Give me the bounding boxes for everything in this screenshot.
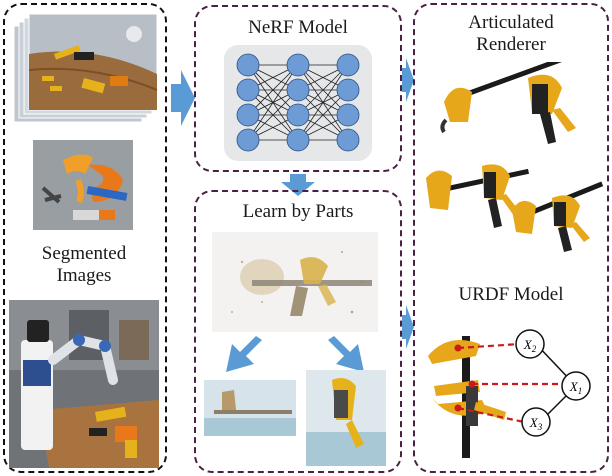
renderer-title-line-2: Renderer xyxy=(476,33,546,55)
nn-connection xyxy=(297,64,349,141)
arrow-split-right-icon xyxy=(328,336,364,372)
learn-by-parts-panel xyxy=(194,190,402,473)
nn-neuron xyxy=(286,78,310,102)
nn-neuron xyxy=(286,128,310,152)
nn-neuron xyxy=(236,128,260,152)
nn-neuron xyxy=(236,103,260,127)
nn-neuron xyxy=(286,53,310,77)
arrow-right-icon xyxy=(402,305,414,349)
learn-by-parts-title: Learn by Parts xyxy=(242,201,354,222)
nn-neuron xyxy=(336,128,360,152)
nn-connection xyxy=(247,64,299,141)
clamp-icon xyxy=(512,181,604,252)
nn-connection xyxy=(297,64,349,116)
nn-connection xyxy=(297,89,349,141)
nn-neuron xyxy=(336,78,360,102)
nerf-model-title: NeRF Model xyxy=(248,17,348,38)
part-render-jaw xyxy=(306,370,386,466)
nn-connection xyxy=(247,64,299,116)
urdf-model-title: URDF Model xyxy=(458,284,564,305)
nn-neuron xyxy=(336,53,360,77)
arrow-right-icon xyxy=(171,70,195,126)
arrow-down-icon xyxy=(281,174,315,196)
urdf-node-x1: X1 xyxy=(569,379,582,396)
nn-neuron xyxy=(236,78,260,102)
clamp-icon xyxy=(440,62,584,144)
nn-neuron xyxy=(286,103,310,127)
neural-network-icon xyxy=(224,45,372,161)
segmented-images-panel xyxy=(3,3,167,473)
arrow-split-left-icon xyxy=(226,336,262,372)
part-render-bar xyxy=(204,380,296,436)
photo-stack-icon xyxy=(14,14,158,123)
renderer-title-line-1: Articulated xyxy=(468,12,554,33)
urdf-node-x2: X2 xyxy=(523,337,537,354)
nn-neuron xyxy=(336,103,360,127)
arrow-right-icon xyxy=(402,58,414,102)
robot-arm-photo xyxy=(9,300,159,468)
caption-line-2: Images xyxy=(56,264,112,286)
caption-line-1: Segmented xyxy=(41,243,127,264)
nn-connection xyxy=(247,89,299,141)
nerf-model-panel xyxy=(194,5,402,172)
nerf-render-image xyxy=(212,232,378,332)
articulated-renderer-title: Articulated Renderer xyxy=(415,12,607,56)
segmented-parts-photo xyxy=(33,140,133,230)
right-panel xyxy=(413,3,609,473)
nn-neuron xyxy=(236,53,260,77)
clamp-icon xyxy=(426,164,530,228)
urdf-diagram: X2 X1 X3 xyxy=(428,329,591,458)
urdf-node-x3: X3 xyxy=(529,415,543,432)
segmented-images-caption: Segmented Images xyxy=(10,243,158,287)
